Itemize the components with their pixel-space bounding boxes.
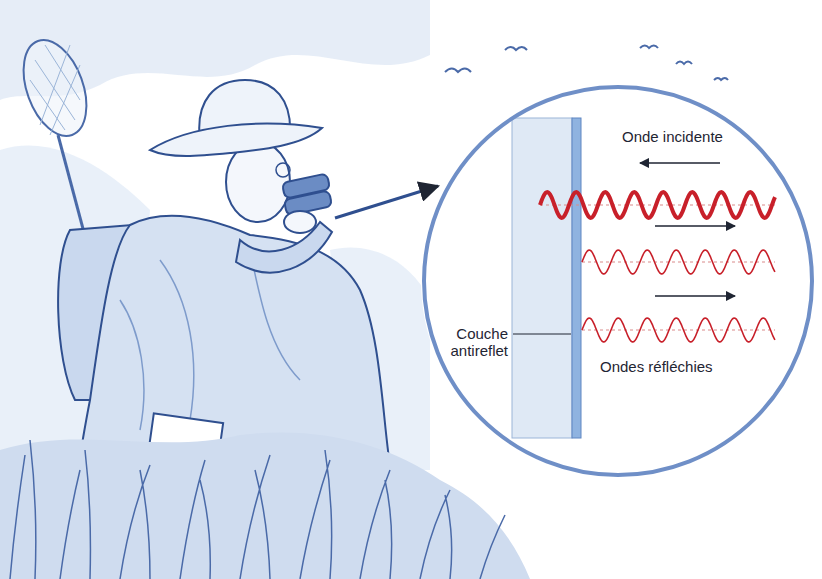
magnifier-content	[421, 84, 815, 478]
net-mesh	[30, 45, 80, 135]
bird	[676, 62, 692, 65]
bird	[445, 69, 471, 73]
leader-line	[513, 334, 571, 335]
bird	[505, 47, 527, 50]
face	[226, 142, 290, 222]
direction-arrow	[655, 295, 735, 297]
glasses	[276, 163, 290, 177]
wave-label: Onde incidente	[622, 128, 723, 145]
net-hoop	[12, 31, 99, 144]
direction-arrow	[640, 162, 720, 164]
grass	[0, 432, 530, 579]
magnifier-ground	[421, 84, 815, 478]
glass-plate	[512, 118, 572, 438]
bird	[714, 78, 728, 80]
reflected-wave	[582, 318, 775, 342]
text-slot: Onde incidente	[622, 128, 723, 145]
pointer-arrow	[335, 186, 438, 218]
direction-arrow	[655, 225, 735, 227]
grass-blades	[10, 440, 505, 579]
birds	[445, 46, 728, 81]
hat-brim	[150, 124, 322, 156]
jacket-folds	[120, 250, 300, 430]
text-slot: Couche antireflet	[436, 325, 508, 359]
wave-label: Couche antireflet	[436, 325, 508, 359]
circle-outline	[421, 84, 815, 478]
wave-label: Ondes réfléchies	[600, 358, 713, 375]
text-slot: Ondes réfléchies	[600, 358, 713, 375]
circle-border	[424, 87, 812, 475]
magnifier-circle: Onde incidenteCouche antirefletOndes réf…	[421, 84, 815, 478]
arm	[236, 222, 332, 272]
incident-wave	[540, 192, 775, 218]
hand	[284, 211, 316, 233]
grass-ground	[0, 432, 530, 579]
bird	[640, 46, 658, 49]
antireflection-layer	[572, 118, 581, 438]
reflected-wave	[582, 250, 775, 274]
